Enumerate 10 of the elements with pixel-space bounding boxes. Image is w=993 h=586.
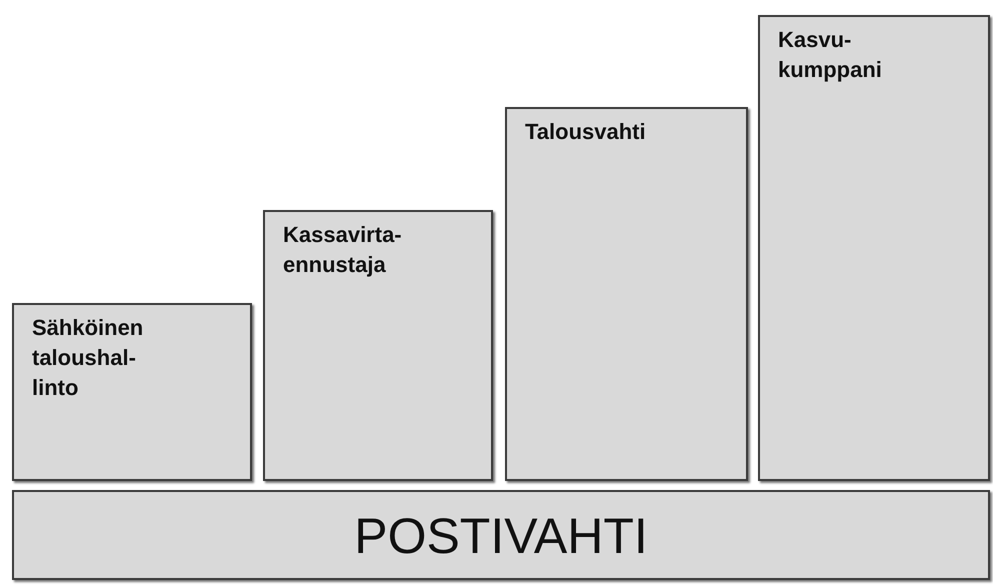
step-box xyxy=(12,303,252,481)
base-title: POSTIVAHTI xyxy=(353,507,649,566)
step-label: Kassavirta- ennustaja xyxy=(283,221,402,279)
step-box xyxy=(505,107,748,481)
step-box xyxy=(758,15,990,481)
step-label: Talousvahti xyxy=(525,118,646,146)
step-label: Sähköinen taloushal- linto xyxy=(32,314,144,402)
step-label: Kasvu- kumppani xyxy=(778,26,882,84)
step-box xyxy=(263,210,493,481)
base-bar xyxy=(12,490,990,580)
